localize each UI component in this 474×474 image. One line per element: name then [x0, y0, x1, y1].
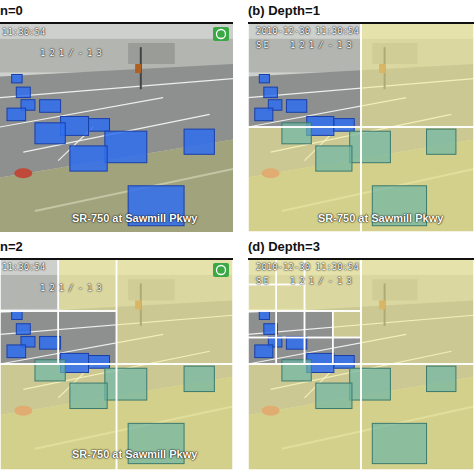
sky — [0, 22, 233, 232]
grid-cell — [117, 258, 234, 364]
pruned-region — [248, 285, 276, 312]
vehicle-box — [105, 131, 147, 163]
frame-bar — [248, 22, 474, 24]
vehicle-box — [264, 324, 278, 335]
vehicle-box — [12, 75, 22, 83]
camera-overlay-text: SE — [256, 40, 271, 50]
pruned-region — [361, 258, 474, 364]
grid-cell — [276, 311, 304, 338]
frame-bar — [0, 22, 233, 24]
panel-title: n=2 — [0, 239, 23, 254]
vehicle-box — [89, 119, 110, 132]
vehicle-box — [264, 87, 278, 98]
pruned-region — [117, 258, 234, 364]
camera-overlay-text: 2010-12-30 11:30:54 — [256, 26, 359, 36]
vehicle-box — [35, 123, 65, 144]
camera-frame — [248, 22, 474, 232]
pruned-region — [333, 311, 361, 338]
pruned-vehicle-box — [282, 360, 311, 381]
grid-cell — [333, 338, 361, 365]
vehicle-box — [40, 100, 61, 113]
grid-cell — [248, 22, 361, 127]
vehicle-box — [259, 311, 269, 319]
grid-cell — [248, 285, 276, 312]
camera-overlay-text: 121/-13 — [40, 48, 106, 58]
clock-icon — [213, 263, 229, 277]
grid-cell — [0, 311, 58, 364]
pruned-vehicle-box — [372, 423, 426, 463]
grid-cell — [361, 364, 474, 470]
pruned-vehicle-box — [282, 123, 311, 144]
flowers — [14, 168, 32, 178]
grid-cell — [305, 311, 333, 338]
traffic-signal — [135, 64, 141, 73]
vehicle-box — [16, 87, 30, 98]
vehicle-box — [16, 324, 30, 335]
camera-caption: SR-750 at Sawmill Pkwy — [72, 212, 197, 224]
vehicle-box — [255, 108, 273, 121]
frame-bar — [0, 258, 233, 260]
pruned-vehicle-box — [184, 366, 214, 391]
pruned-vehicle-box — [105, 368, 147, 400]
vehicle-box — [286, 100, 306, 113]
camera-caption: SR-750 at Sawmill Pkwy — [72, 448, 197, 460]
lane-line — [0, 79, 233, 98]
camera-overlay-text: 11:30:54 — [2, 27, 45, 37]
vehicle-box — [334, 119, 354, 132]
clock-icon — [213, 27, 229, 41]
sky — [248, 22, 474, 232]
grid-cell — [248, 311, 276, 338]
grid-cell — [361, 22, 474, 127]
camera-frame — [0, 22, 233, 232]
vehicle-box — [70, 146, 107, 171]
vehicle-box — [7, 108, 26, 121]
vehicle-box — [7, 345, 26, 358]
grid-cell — [276, 338, 304, 365]
camera-overlay-text: 11:30:54 — [2, 262, 45, 272]
camera-caption: SR-750 at Sawmill Pkwy — [318, 212, 443, 224]
grid-cell — [248, 364, 361, 470]
panel-title: (b) Depth=1 — [248, 3, 320, 18]
sky — [0, 258, 233, 470]
vehicle-box — [40, 336, 61, 349]
pruned-vehicle-box — [427, 366, 456, 391]
vehicle-box — [259, 75, 269, 83]
pruned-vehicle-box — [35, 360, 65, 381]
clock-face — [217, 30, 226, 39]
panel-title: (d) Depth=3 — [248, 239, 320, 254]
camera-overlay-text: 121/-13 — [290, 276, 356, 286]
grid-cell — [333, 311, 361, 338]
camera-overlay-text: SE — [256, 276, 271, 286]
vehicle-box — [334, 356, 354, 369]
grid-cell — [361, 258, 474, 364]
vehicle-box — [12, 311, 22, 319]
sky — [248, 258, 474, 470]
grid-cell — [276, 285, 304, 312]
pruned-vehicle-box — [316, 383, 352, 408]
camera-overlay-text: 121/-13 — [40, 283, 106, 293]
pruned-region — [276, 285, 304, 312]
grid-cell — [58, 311, 116, 364]
vehicle-box — [286, 336, 306, 349]
camera-frame — [0, 258, 233, 470]
pruned-vehicle-box — [350, 368, 391, 400]
pruned-region — [361, 22, 474, 127]
clock-face — [217, 266, 226, 275]
vehicle-box — [184, 129, 214, 154]
grid-cell — [248, 338, 276, 365]
camera-overlay-text: 2010-12-30 11:30:54 — [256, 262, 359, 272]
vehicle-box — [255, 345, 273, 358]
pruned-vehicle-box — [316, 146, 352, 171]
pruned-vehicle-box — [427, 129, 456, 154]
vehicle-box — [89, 356, 110, 369]
panel-title: n=0 — [0, 3, 23, 18]
grid-cell — [305, 338, 333, 365]
camera-frame — [248, 258, 474, 470]
camera-overlay-text: 121/-13 — [290, 40, 356, 50]
pruned-vehicle-box — [70, 383, 107, 408]
frame-bar — [248, 258, 474, 260]
pruned-vehicle-box — [350, 131, 391, 163]
building — [128, 43, 175, 64]
